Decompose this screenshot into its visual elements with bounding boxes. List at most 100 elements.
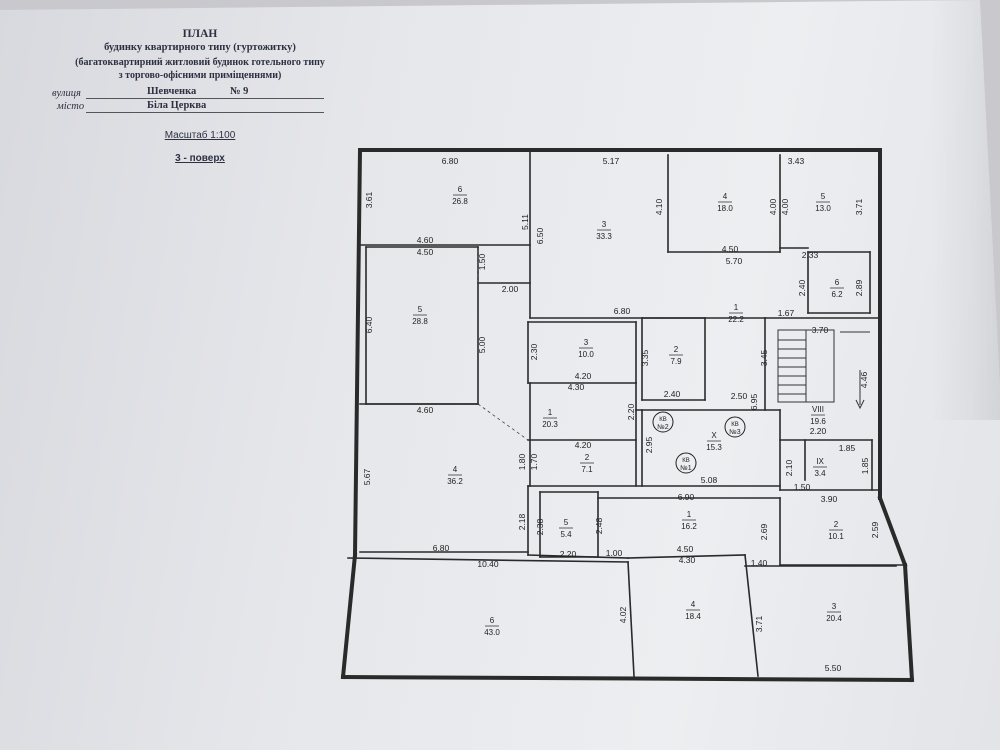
room-area: 18.4: [685, 612, 701, 621]
plan-title: ПЛАН: [182, 28, 218, 40]
dimension-label: 1.00: [606, 548, 623, 558]
room-area: 19.6: [810, 417, 826, 426]
room-number: 3: [584, 338, 589, 347]
plan-walls: [340, 147, 915, 683]
outer-wall: [902, 562, 915, 683]
inner-wall: [744, 554, 759, 677]
dimension-label: 2.10: [784, 459, 794, 476]
room-area: 20.3: [542, 420, 558, 429]
dimension-label: 2.33: [802, 250, 819, 260]
room-number: 2: [585, 453, 590, 462]
room-number: 5: [564, 518, 569, 527]
apartment-marker-number: №2: [657, 424, 669, 431]
inner-wall: [527, 554, 629, 559]
city-label: місто: [57, 101, 85, 112]
room-area: 10.1: [828, 532, 844, 541]
room-number: 6: [490, 616, 495, 625]
dimension-label: 2.50: [731, 391, 748, 401]
dimension-label: 5.67: [362, 468, 372, 485]
outer-wall: [352, 147, 363, 558]
room-number: 6: [458, 185, 463, 194]
room-area: 33.3: [596, 232, 612, 241]
room-area: 7.9: [670, 357, 682, 366]
dimension-label: 2.95: [644, 436, 654, 453]
dimension-label: 4.50: [677, 544, 694, 554]
dimension-label: 6.40: [364, 316, 374, 333]
room-number: 3: [602, 220, 607, 229]
apartment-marker-label: КВ: [659, 417, 667, 423]
apartment-marker-number: №3: [729, 429, 741, 436]
room-number: 5: [821, 192, 826, 201]
plan-description-2: з торгово-офісними приміщеннями): [118, 70, 282, 81]
plan-description-1: (багатоквартирний житловий будинок готел…: [75, 57, 325, 68]
dimension-label: 2.00: [502, 284, 519, 294]
plan-dashed-lines: [477, 247, 529, 441]
dimension-label: 6.80: [614, 306, 631, 316]
dimension-label: 2.20: [810, 426, 827, 436]
room-area: 26.8: [452, 197, 468, 206]
room-area: 28.8: [412, 317, 428, 326]
dimension-label: 5.08: [701, 475, 718, 485]
dimension-label: 2.30: [529, 343, 539, 360]
dimension-label: 1.50: [477, 253, 487, 270]
staircase: [777, 329, 870, 410]
city-value: Біла Церква: [147, 100, 207, 111]
dimension-label: 3.43: [788, 156, 805, 166]
dimension-label: 2.38: [535, 518, 545, 535]
dimension-label: 1.50: [794, 482, 811, 492]
room-area: 43.0: [484, 628, 500, 637]
dimension-label: 4.50: [722, 244, 739, 254]
outer-wall: [340, 552, 358, 680]
dimension-label: 4.60: [417, 235, 434, 245]
dimension-label: 3.35: [640, 349, 650, 366]
room-number: IX: [816, 457, 824, 466]
room-area: 13.0: [815, 204, 831, 213]
dimension-label: 4.20: [575, 440, 592, 450]
dimension-label: 4.02: [618, 606, 628, 623]
plan-subtitle: будинку квартирного типу (гуртожитку): [104, 42, 296, 53]
dimension-label: 4.00: [780, 198, 790, 215]
room-number: 4: [691, 600, 696, 609]
dimension-label: 1.40: [751, 558, 768, 568]
room-number: 6: [835, 278, 840, 287]
dimension-label: 2.20: [626, 403, 636, 420]
room-number: 4: [453, 465, 458, 474]
dimension-label: 3.71: [854, 198, 864, 215]
dimension-label: 6.50: [535, 227, 545, 244]
number-value: № 9: [230, 86, 249, 97]
dimension-label: 5.17: [603, 156, 620, 166]
outer-wall: [877, 495, 908, 568]
room-number: 1: [734, 303, 739, 312]
dimension-label: 5.50: [825, 663, 842, 673]
room-number: 3: [832, 602, 837, 611]
inner-wall: [347, 557, 629, 563]
dimension-label: 3.61: [364, 191, 374, 208]
dimension-label: 6.95: [749, 393, 759, 410]
room-area: 3.4: [814, 469, 826, 478]
floor-label: 3 - поверх: [175, 153, 225, 164]
room-labels: 626.8333.3418.0513.066.2528.8122.2310.02…: [412, 185, 844, 637]
dimension-label: 4.46: [859, 371, 869, 388]
dimension-label: 1.80: [517, 453, 527, 470]
room-area: 10.0: [578, 350, 594, 359]
dimension-label: 4.30: [568, 382, 585, 392]
dimension-label: 5.11: [520, 214, 530, 230]
dimension-label: 2.20: [560, 549, 577, 559]
dimension-label: 4.20: [575, 371, 592, 381]
dimension-label: 3.45: [759, 349, 769, 366]
dimension-label: 4.60: [417, 405, 434, 415]
dimension-label: 2.89: [854, 279, 864, 296]
dimension-label: 4.00: [768, 198, 778, 215]
dimension-label: 4.10: [654, 198, 664, 215]
room-area: 16.2: [681, 522, 697, 531]
dimension-label: 1.85: [860, 457, 870, 474]
dashed-partition: [477, 403, 529, 441]
apartment-marker-circle: [652, 411, 674, 433]
dimension-label: 3.71: [754, 615, 764, 632]
dimension-label: 2.48: [594, 517, 604, 534]
apartment-marker-circle: [724, 416, 746, 438]
room-number: 2: [834, 520, 839, 529]
